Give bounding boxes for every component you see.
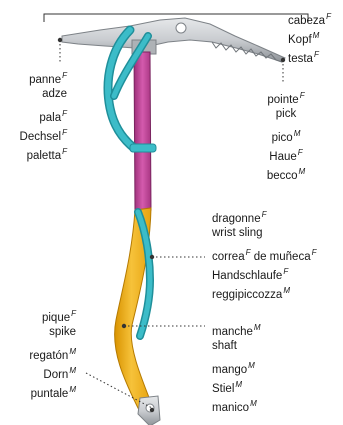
gender-marker: M [69,366,76,375]
spike-term-1: spike [29,323,76,342]
spike-term-3: DornM [29,361,76,380]
head-term-0: head [288,0,331,7]
head-term-text: testa [288,53,313,65]
gender-marker: F [300,91,305,100]
gender-marker: F [314,50,319,59]
head-term-text: head [288,0,314,3]
adze-term-0: panneF [20,66,67,85]
adze-term-3: DechselF [20,123,67,142]
shaft-term-0: mancheM [212,318,261,337]
gender-marker: M [235,380,242,389]
pick-dot [281,58,285,62]
sling-dot [150,255,154,259]
sling-clip [130,144,156,152]
spike-dot [150,408,154,412]
shaft-term-3: StielM [212,375,261,394]
gender-marker: F [71,309,76,318]
adze-term-1: adze [20,85,67,104]
gender-marker: M [69,385,76,394]
gender-marker: F [62,147,67,156]
gender-marker: F [62,128,67,137]
gender-marker: M [254,323,261,332]
upper-shaft [134,52,151,212]
gender-marker: M [294,129,301,138]
gender-marker: M [313,31,320,40]
pick-term-1: pick [258,105,314,124]
gender-marker: M [299,167,306,176]
pick-term-text: pick [276,108,296,120]
sling-term-text: reggipiccozza [212,289,282,301]
sling-term-0: dragonneF [212,205,317,224]
shaft-term-2: mangoM [212,356,261,375]
head-term-2: KopfM [288,26,331,45]
spike-term-text: spike [49,326,76,338]
gender-marker: F [62,109,67,118]
gender-marker: M [248,361,255,370]
sling-term-1: wrist sling [212,224,317,243]
shaft-term-text: shaft [212,340,237,352]
pick-term-2: picoM [258,124,314,143]
shaft-term-text: manico [212,402,249,414]
gender-marker: F [312,248,317,257]
adze-term-text: paletta [27,150,62,162]
shaft-dot [122,324,126,328]
head-term-1: cabezaF [288,7,331,26]
pick-term-4: beccoM [258,162,314,181]
label-group-head: headcabezaFKopfMtestaF [288,0,331,64]
sling-term-4: reggipiccozzaM [212,281,317,300]
head-hole [176,23,186,33]
adze-term-text: adze [42,88,67,100]
gender-marker: M [283,286,290,295]
adze-term-4: palettaF [20,142,67,161]
head-term-3: testaF [288,45,331,64]
sling-term-3: HandschlaufeF [212,262,317,281]
spike-term-4: puntaleM [29,380,76,399]
gender-marker: F [326,12,331,21]
pick-term-text: becco [267,170,298,182]
gender-marker: F [298,148,303,157]
gender-marker: F [283,267,288,276]
spike-term-0: piqueF [29,304,76,323]
pick-term-3: HaueF [258,143,314,162]
shaft-term-4: manicoM [212,394,261,413]
sling-term-text: wrist sling [212,227,262,239]
axe-head [62,18,285,62]
pick-term-0: pointeF [258,86,314,105]
sling-term-2: correaF de muñecaF [212,243,317,262]
spike-term-2: regatónM [29,342,76,361]
spike-term-text: puntale [31,388,69,400]
gender-marker: M [69,347,76,356]
gender-marker: M [250,399,257,408]
gender-marker: F [262,210,267,219]
shaft-term-1: shaft [212,337,261,356]
gender-marker: F [62,71,67,80]
adze-dot [58,38,62,42]
adze-term-2: palaF [20,104,67,123]
